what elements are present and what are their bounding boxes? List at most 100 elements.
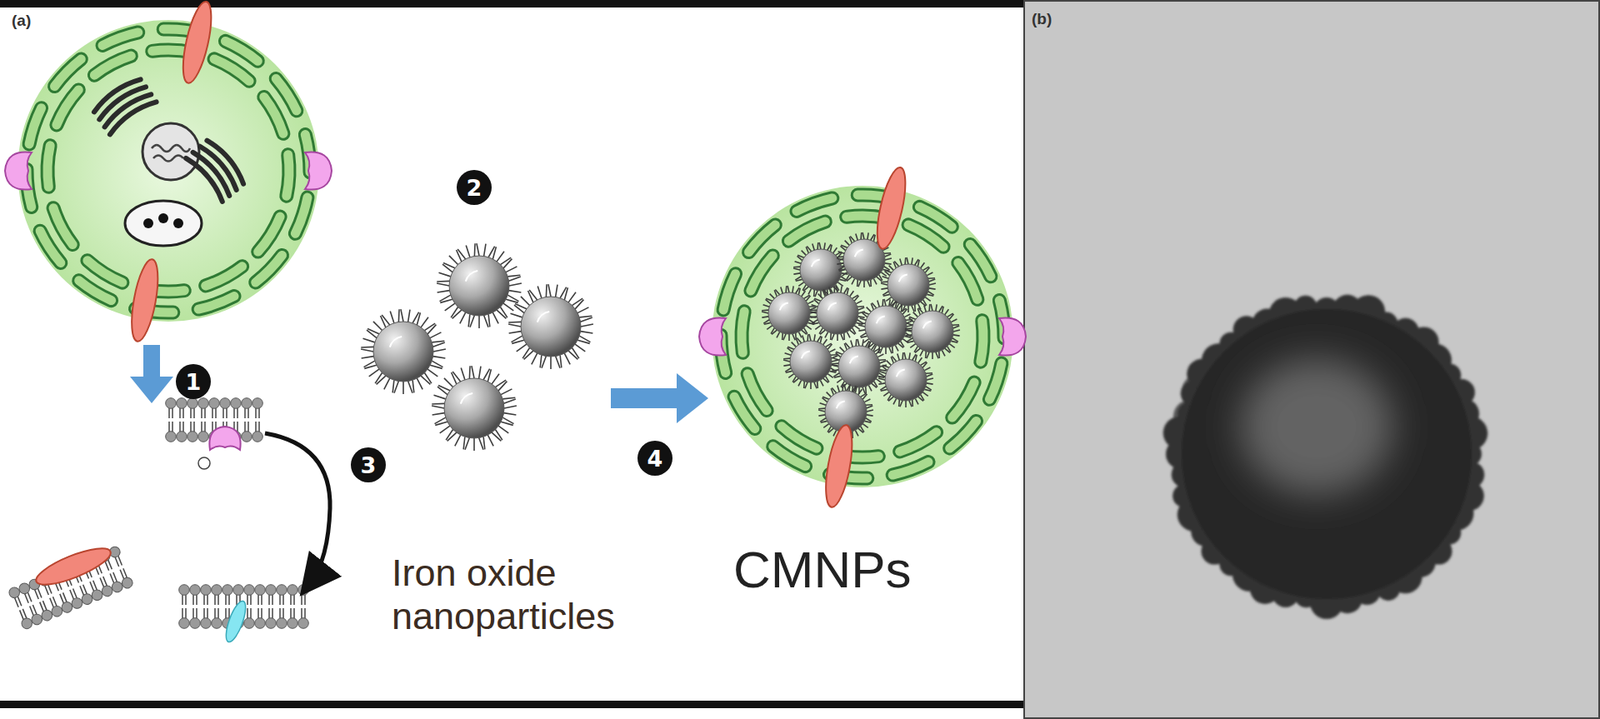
ligand-hair	[469, 365, 471, 379]
ligand-hair	[920, 350, 924, 356]
ligand-hair	[893, 398, 897, 405]
membrane-segment	[102, 32, 139, 46]
ligand-hair	[761, 309, 769, 311]
membrane-segment	[950, 420, 977, 449]
ligand-hair	[860, 333, 866, 337]
ligand-hair	[887, 395, 891, 401]
membrane-segment	[773, 446, 806, 467]
iron-oxide-core	[768, 292, 810, 335]
ligand-hair	[855, 386, 857, 394]
ligand-hair	[505, 266, 517, 273]
membrane-segment	[87, 260, 123, 283]
highlight	[801, 351, 810, 360]
ligand-hair	[950, 340, 958, 343]
membrane-segment	[225, 40, 258, 61]
ligand-hair	[807, 300, 814, 305]
ligand-hair	[496, 310, 506, 319]
ligand-hair	[840, 245, 848, 248]
ligand-hair	[840, 347, 845, 353]
ligand-hair	[831, 362, 839, 365]
ligand-hair	[918, 308, 923, 314]
ligand-hair	[508, 321, 521, 324]
ligand-hair	[796, 338, 801, 344]
ligand-hair	[575, 300, 584, 310]
ligand-hair	[509, 331, 522, 334]
ligand-hair	[945, 348, 950, 353]
ligand-hair	[384, 378, 390, 390]
ligand-hair	[802, 335, 805, 343]
ligand-hair	[836, 334, 839, 341]
ligand-hair	[880, 360, 887, 364]
lipid-head	[209, 398, 220, 410]
membrane-segment	[29, 108, 42, 145]
ligand-hair	[880, 347, 883, 355]
ligand-hair	[926, 272, 933, 276]
ligand-hair	[471, 365, 475, 379]
ligand-hair	[440, 425, 450, 434]
ligand-hair	[362, 338, 375, 343]
ligand-hair	[900, 400, 903, 408]
transmembrane-protein	[871, 165, 911, 251]
ligand-hair	[845, 275, 850, 281]
ligand-hair	[810, 311, 817, 314]
ligand-hair	[793, 268, 800, 270]
golgi	[185, 137, 248, 202]
ligand-hair	[841, 384, 844, 391]
membrane-segment	[734, 396, 755, 429]
membrane-segment	[796, 198, 833, 212]
ligand-hair	[850, 340, 853, 348]
ligand-hair	[801, 330, 807, 335]
ligand-hair	[858, 325, 865, 327]
ligand-hair	[803, 381, 805, 389]
ligand-hair	[889, 347, 892, 355]
ligand-hair	[555, 356, 560, 369]
lipid-head	[233, 585, 245, 596]
ligand-hair	[431, 340, 445, 343]
ligand-hair	[788, 334, 790, 341]
lipid-head	[200, 618, 212, 630]
membrane-segment	[723, 274, 736, 310]
ligand-hair	[798, 331, 802, 338]
ligand-hair	[361, 356, 375, 359]
membrane-segment	[892, 462, 929, 476]
ligand-hair	[850, 290, 855, 296]
membrane-segment	[258, 216, 280, 252]
highlight	[390, 336, 402, 348]
ligand-hair	[797, 255, 805, 258]
membrane-segment	[198, 296, 235, 310]
ligand-hair	[483, 436, 485, 450]
lipid-head	[176, 398, 188, 410]
ligand-hair	[895, 301, 897, 309]
ligand-hair	[846, 331, 850, 338]
iron-oxide-core	[816, 292, 859, 335]
lipid-head	[252, 431, 264, 443]
ligand-hair	[810, 316, 817, 318]
membrane-segment	[892, 462, 929, 476]
ligand-hair	[498, 381, 507, 391]
membrane-segment	[214, 59, 250, 81]
ligand-hair	[877, 354, 884, 358]
ligand-hair	[433, 395, 445, 400]
ligand-hair	[508, 324, 521, 327]
ligand-hair	[877, 300, 880, 308]
membrane-segment	[781, 426, 817, 449]
lipid-head	[241, 431, 253, 443]
ligand-hair	[814, 382, 817, 390]
highlight	[460, 393, 473, 405]
ligand-hair	[949, 314, 954, 320]
ligand-hair	[484, 244, 486, 257]
ligand-hair	[503, 303, 514, 311]
ligand-hair	[431, 403, 445, 405]
ligand-hair	[818, 410, 825, 412]
ligand-hair	[792, 285, 794, 293]
ligand-hair	[836, 255, 844, 258]
ligand-hair	[841, 272, 847, 277]
lipid-head	[287, 618, 299, 630]
ligand-hair	[840, 334, 844, 341]
ligand-hair	[837, 282, 843, 287]
membrane-segment	[205, 266, 243, 286]
ligand-hair	[416, 312, 420, 325]
ligand-hair	[818, 294, 824, 300]
membrane-segment	[56, 90, 79, 125]
membrane-segment	[749, 225, 776, 253]
